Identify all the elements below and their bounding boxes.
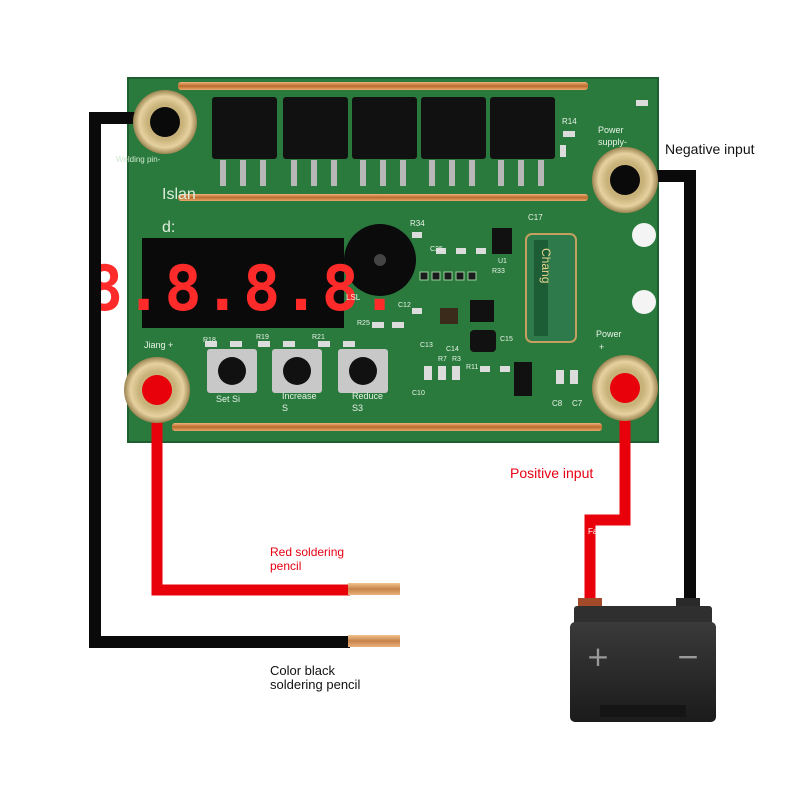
- ref-r33: R33: [492, 268, 505, 275]
- copper-bar-bottom: [172, 423, 602, 431]
- ref-r25: R25: [357, 320, 370, 327]
- ref-u1: U1: [498, 258, 507, 265]
- negative-input-label: Negative input: [665, 141, 755, 157]
- ref-lsl: LSL: [346, 293, 361, 302]
- red-wire-right: [584, 385, 631, 605]
- ref-r34: R34: [410, 219, 425, 228]
- power-plus-label-2: +: [599, 342, 605, 352]
- ref-r19: R19: [256, 334, 269, 341]
- positive-input-label: Positive input: [510, 465, 594, 481]
- welding-pin-label: Welding pin-: [116, 155, 161, 164]
- black-wire-left: [89, 112, 350, 648]
- diode: [514, 362, 532, 396]
- microcontroller-chip: [470, 300, 494, 322]
- mosfet: [490, 97, 555, 186]
- ref-r7: R7: [438, 356, 447, 363]
- display-digits: 8.8.8.8.: [86, 252, 401, 325]
- power-supply-label-1: Power: [598, 125, 624, 135]
- regulator-chip: [470, 330, 496, 352]
- set-button[interactable]: [207, 349, 257, 393]
- battery-plus-symbol: +: [586, 640, 609, 673]
- red-soldering-pencil-tip: [348, 583, 400, 595]
- terminal-welding-negative: [133, 90, 197, 154]
- battery-minus-symbol: −: [676, 640, 699, 673]
- reduce-button-label-1: Reduce: [352, 391, 384, 401]
- terminal-power-negative: [592, 147, 658, 213]
- ref-c8: C8: [552, 399, 563, 408]
- reduce-button[interactable]: [338, 349, 388, 393]
- ref-c17: C17: [528, 213, 543, 222]
- ref-c15: C15: [500, 336, 513, 343]
- ref-r14: R14: [562, 117, 577, 126]
- brand-label-2: d:: [162, 219, 176, 236]
- red-wire-left: [151, 380, 350, 596]
- ref-c14: C14: [446, 346, 459, 353]
- increase-button[interactable]: [272, 349, 322, 393]
- ref-c13: C13: [420, 342, 433, 349]
- terminal-welding-positive: [124, 357, 190, 423]
- ref-r11: R11: [466, 364, 479, 371]
- red-pencil-label-2: pencil: [270, 559, 302, 573]
- crystal: [440, 308, 458, 324]
- brand-label-1: Islan: [162, 186, 196, 203]
- mounting-hole: [632, 290, 656, 314]
- ref-c25: C25: [430, 246, 443, 253]
- red-pencil-label-1: Red soldering: [270, 545, 345, 559]
- ref-c7: C7: [572, 399, 583, 408]
- seven-segment-display: 8.8.8.8.: [86, 238, 401, 328]
- capacitor-text: Chang: [539, 248, 553, 284]
- mosfet: [283, 97, 348, 186]
- mosfet: [421, 97, 486, 186]
- ref-r18: R18: [203, 337, 216, 344]
- power-plus-label-1: Power: [596, 329, 622, 339]
- electrolytic-capacitor: [525, 233, 577, 343]
- ref-r21: R21: [312, 334, 325, 341]
- black-soldering-pencil-tip: [348, 635, 400, 647]
- increase-button-label-2: S: [282, 403, 289, 413]
- pcb-board: 8.8.8.8.: [86, 77, 659, 443]
- ref-c12: C12: [398, 302, 411, 309]
- mosfet: [212, 97, 277, 186]
- header-pins: [419, 271, 477, 281]
- terminal-power-positive: [592, 355, 658, 421]
- battery: + −: [570, 598, 716, 722]
- ref-c10: C10: [412, 390, 425, 397]
- ref-r3: R3: [452, 356, 461, 363]
- black-pencil-label-2: soldering pencil: [270, 677, 361, 692]
- mounting-hole: [632, 223, 656, 247]
- copper-bar-top: [178, 82, 588, 90]
- black-pencil-label-1: Color black: [270, 663, 336, 678]
- battery-wire-tag: Fa or: [588, 527, 607, 536]
- reduce-button-label-2: S3: [352, 403, 364, 413]
- increase-button-label-1: Increase: [282, 391, 317, 401]
- power-supply-label-2: supply-: [598, 137, 628, 147]
- copper-bar-middle: [178, 194, 588, 201]
- transistor: [492, 228, 512, 254]
- mosfet: [352, 97, 417, 186]
- mosfet-row: [212, 97, 555, 186]
- set-button-label: Set Si: [216, 394, 241, 404]
- jiang-plus-label: Jiang +: [144, 340, 174, 350]
